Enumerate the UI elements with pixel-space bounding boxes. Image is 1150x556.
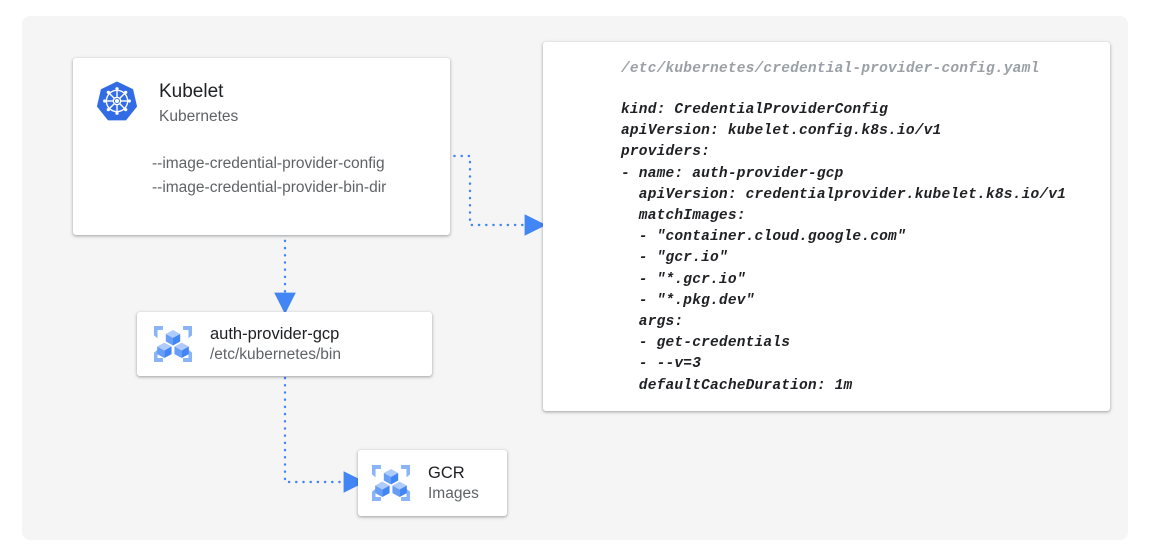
kubelet-subtitle: Kubernetes xyxy=(159,108,239,125)
credential-provider-config-card[interactable]: /etc/kubernetes/credential-provider-conf… xyxy=(543,42,1110,411)
gcr-card[interactable]: GCR Images xyxy=(358,450,507,516)
code-spacer xyxy=(621,80,1100,100)
kubelet-flag-config: --image-credential-provider-config xyxy=(152,155,385,172)
code-line: apiVersion: credentialprovider.kubelet.k… xyxy=(621,186,1067,203)
code-line: - "gcr.io" xyxy=(621,250,728,267)
code-line: args: xyxy=(621,314,684,331)
code-line: providers: xyxy=(621,144,711,161)
auth-provider-gcp-card[interactable]: auth-provider-gcp /etc/kubernetes/bin xyxy=(137,312,432,376)
gcr-title: GCR xyxy=(428,463,465,482)
code-block: /etc/kubernetes/credential-provider-conf… xyxy=(621,59,1100,397)
code-line: kind: CredentialProviderConfig xyxy=(621,102,889,118)
gcr-titleblock: GCR Images xyxy=(428,463,479,504)
cube-bottom-left xyxy=(375,481,390,498)
cube-bottom-left xyxy=(157,342,172,359)
kubelet-titleblock: Kubelet Kubernetes xyxy=(159,80,238,128)
code-file-path: /etc/kubernetes/credential-provider-conf… xyxy=(621,61,1040,77)
auth-provider-gcp-title: auth-provider-gcp xyxy=(210,324,340,343)
code-line: defaultCacheDuration: 1m xyxy=(621,377,853,394)
auth-provider-gcp-titleblock: auth-provider-gcp /etc/kubernetes/bin xyxy=(210,324,341,365)
code-line: - "container.cloud.google.com" xyxy=(621,229,906,246)
kubelet-title: Kubelet xyxy=(159,81,224,102)
auth-provider-gcp-subtitle: /etc/kubernetes/bin xyxy=(210,345,341,363)
code-line: apiVersion: kubelet.config.k8s.io/v1 xyxy=(621,123,942,140)
cube-top xyxy=(383,468,399,485)
kubelet-flag-list: --image-credential-provider-config --ima… xyxy=(152,152,386,200)
cube-top xyxy=(165,329,181,346)
gcp-container-registry-icon xyxy=(150,321,196,367)
code-line: - "*.gcr.io" xyxy=(621,271,746,288)
code-line: - get-credentials xyxy=(621,335,791,352)
kubelet-card[interactable]: Kubelet Kubernetes --image-credential-pr… xyxy=(73,58,450,235)
code-line: matchImages: xyxy=(621,208,746,225)
kubernetes-icon xyxy=(96,80,138,122)
cube-bottom-right xyxy=(392,481,407,498)
cube-bottom-right xyxy=(174,342,189,359)
code-line: - "*.pkg.dev" xyxy=(621,292,755,309)
gcr-subtitle: Images xyxy=(428,484,479,502)
gcp-container-registry-icon xyxy=(368,460,414,506)
kubelet-card-header: Kubelet Kubernetes xyxy=(96,80,238,128)
code-line: - name: auth-provider-gcp xyxy=(621,165,844,182)
code-line: - --v=3 xyxy=(621,356,702,373)
kubelet-flag-bin-dir: --image-credential-provider-bin-dir xyxy=(152,179,387,196)
